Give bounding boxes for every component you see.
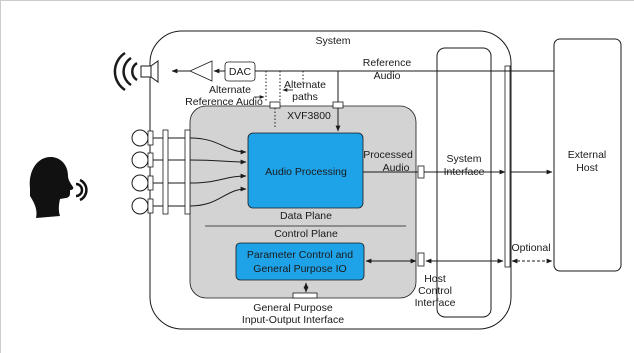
gpio-port [292, 292, 318, 299]
alternate-paths-label-1: Alternate [284, 79, 326, 91]
xvf3800-label: XVF3800 [287, 110, 331, 122]
external-host-label-1: External [568, 149, 607, 161]
microphone-icon [131, 174, 163, 192]
speaker-icon [113, 51, 159, 92]
alternate-reference-label-1: Alternate [209, 84, 251, 96]
processed-audio-port [417, 165, 425, 179]
external-host-label-2: Host [576, 162, 598, 174]
reference-port [332, 101, 344, 109]
host-control-label-3: Interface [415, 297, 456, 309]
parameter-control-block [235, 242, 365, 281]
interface-bar [504, 65, 511, 268]
parameter-control-label-1: Parameter Control and [247, 249, 353, 261]
amplifier-icon [189, 60, 213, 82]
microphone-icon [131, 197, 163, 215]
host-control-label-2: Control [418, 285, 452, 297]
mic-input-lines [189, 137, 247, 207]
speaking-person-icon [29, 156, 88, 218]
external-host-block [553, 38, 622, 272]
reference-audio-label-1: Reference [363, 57, 412, 69]
audio-processing-block [247, 132, 364, 209]
system-interface-label-1: System [446, 153, 481, 165]
alternate-paths-label-2: paths [292, 91, 318, 103]
dac-block [224, 61, 256, 82]
parameter-control-label-2: General Purpose IO [253, 263, 346, 275]
microphone-array [131, 129, 191, 215]
gpio-label-2: Input-Output Interface [242, 314, 344, 326]
system-label: System [315, 35, 350, 47]
microphone-icon [131, 129, 163, 147]
control-plane-label: Control Plane [274, 228, 338, 240]
mic-bar-2 [184, 129, 191, 215]
alternate-reference-label-2: Reference Audio [185, 96, 263, 108]
system-interface-block [436, 47, 492, 318]
processed-audio-label-2: Audio [383, 162, 410, 174]
host-control-label-1: Host [424, 273, 446, 285]
processed-audio-label-1: Processed [363, 149, 413, 161]
data-plane-label: Data Plane [280, 210, 332, 222]
host-control-port [417, 252, 425, 267]
mic-bar-1 [162, 129, 169, 215]
audio-processing-label: Audio Processing [265, 166, 347, 178]
gpio-label-1: General Purpose [253, 302, 333, 314]
reference-audio-label-2: Audio [374, 70, 401, 82]
dac-label: DAC [229, 66, 252, 78]
alternate-port [269, 101, 281, 109]
optional-label: Optional [511, 242, 550, 254]
microphone-icon [131, 151, 163, 169]
